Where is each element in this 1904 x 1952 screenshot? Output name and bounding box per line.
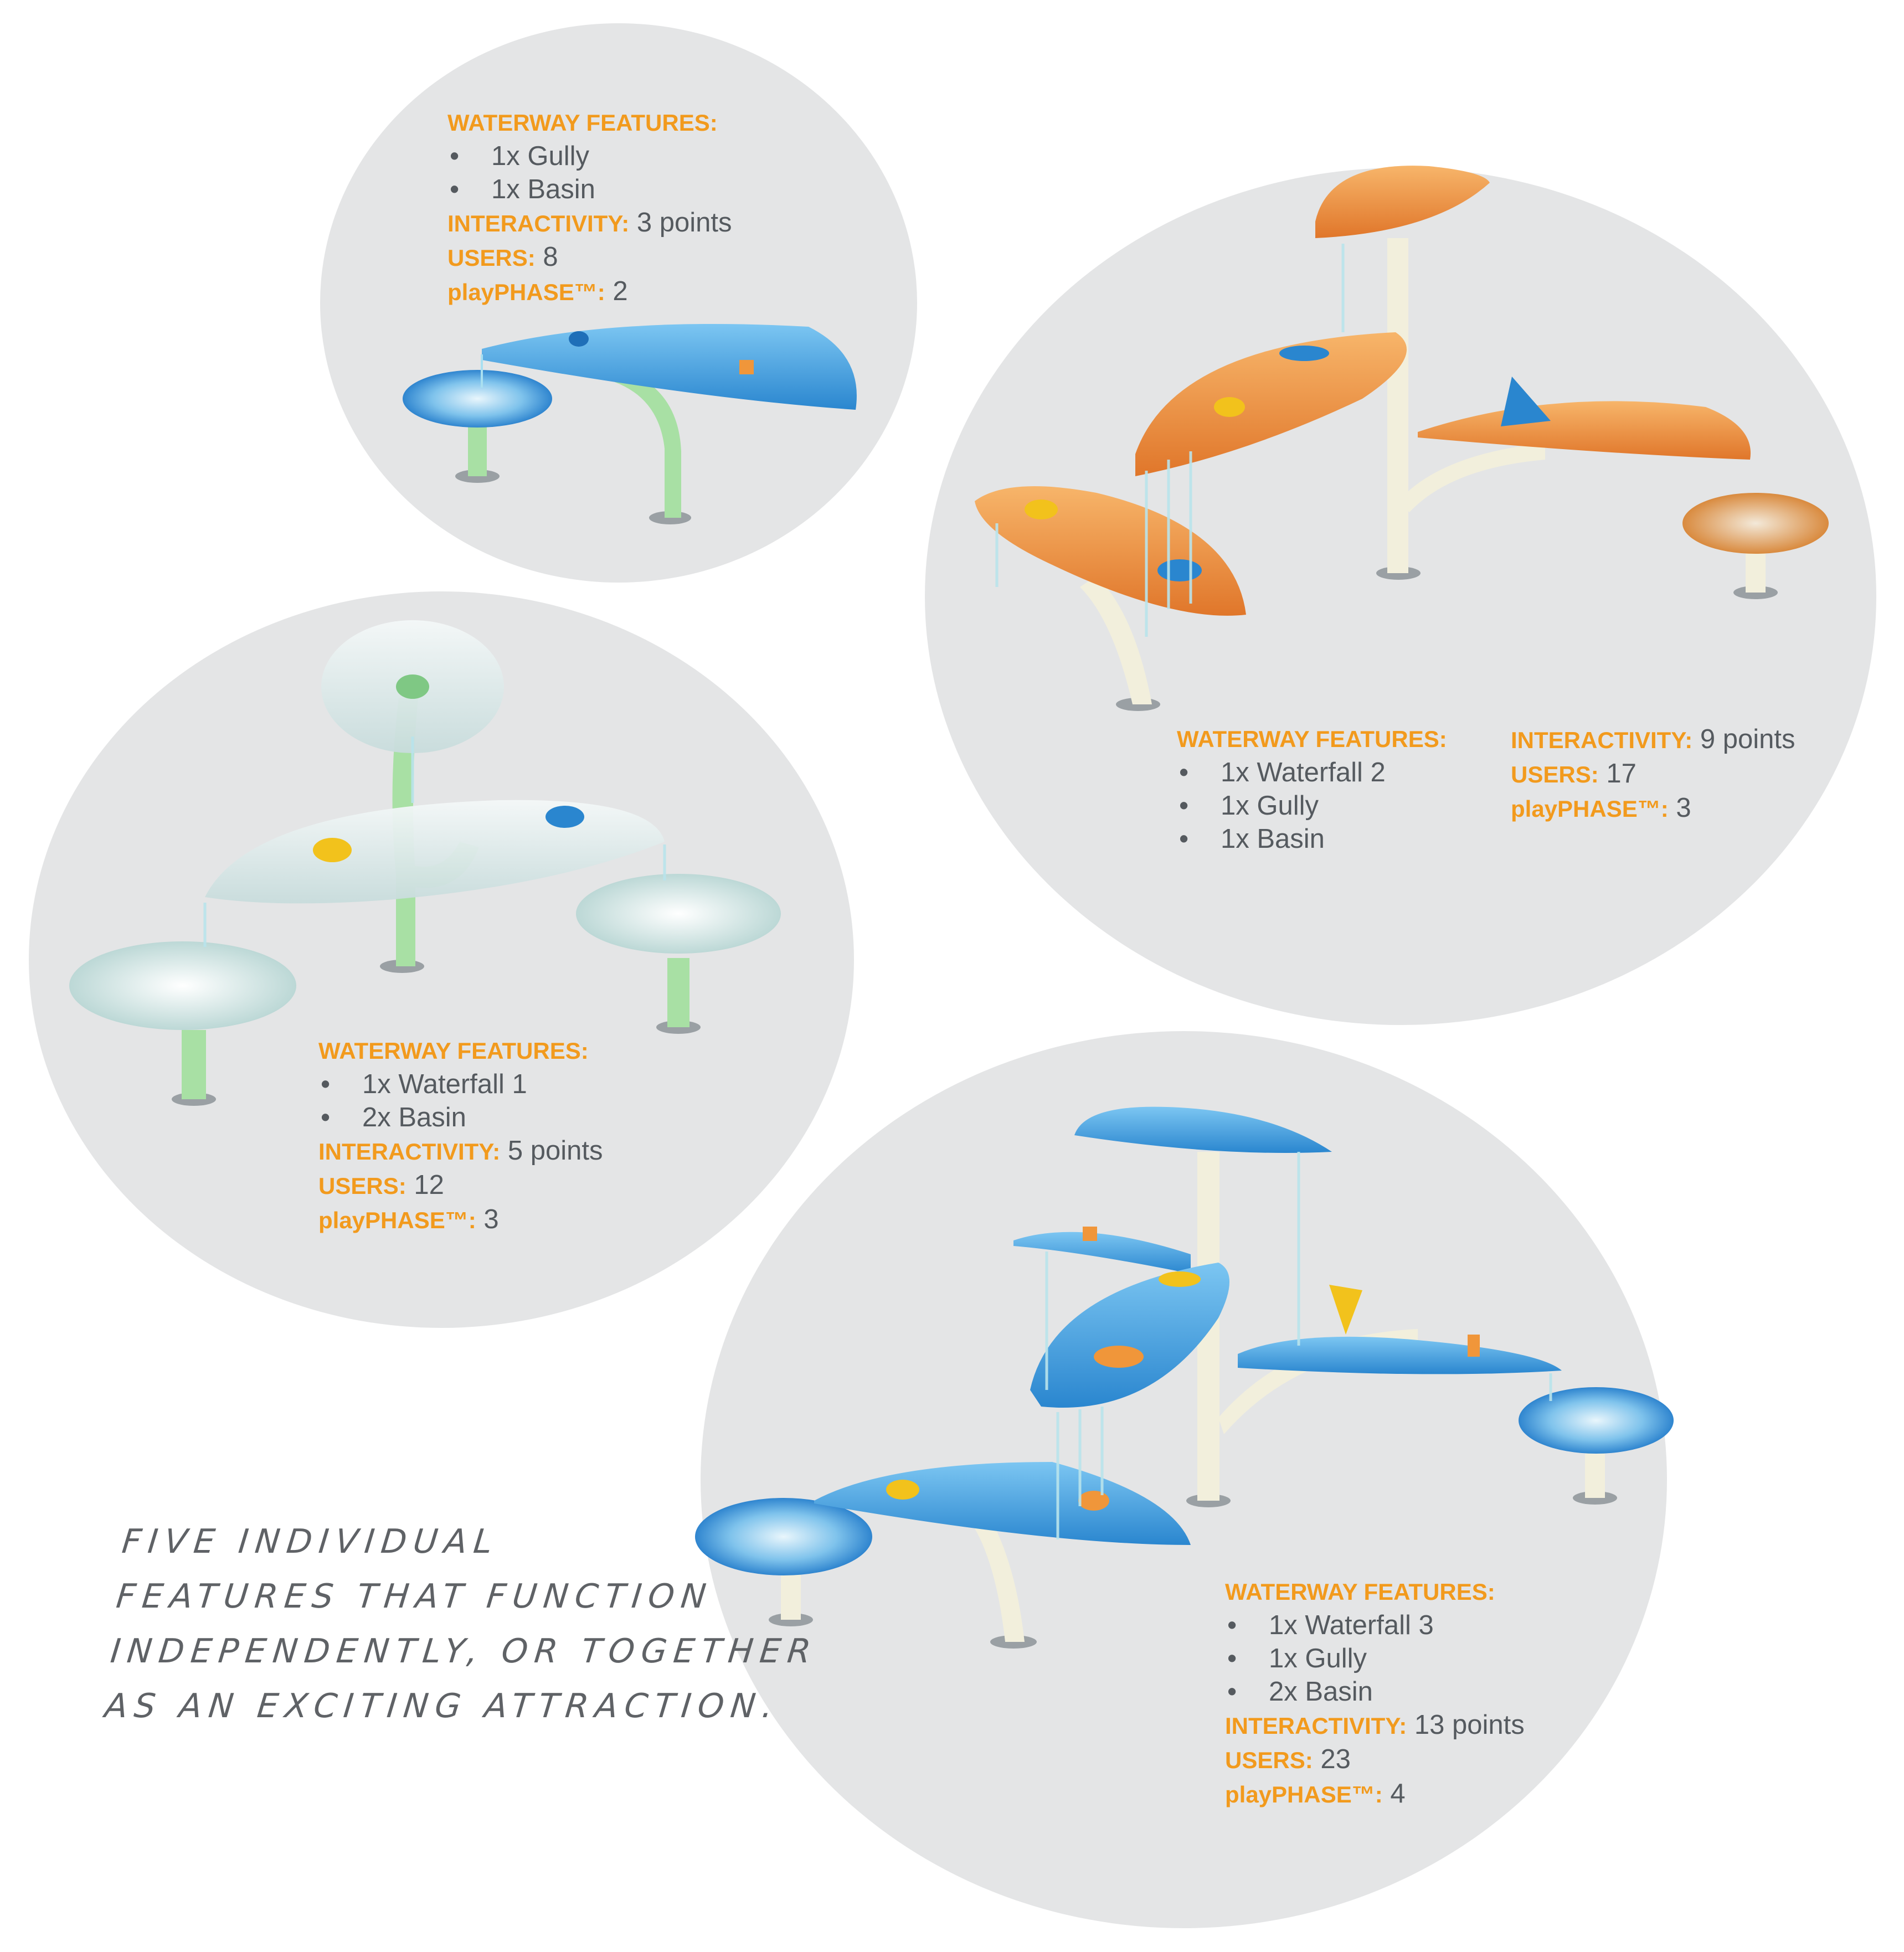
playphase-row: playPHASE™: 3 bbox=[1511, 793, 1691, 823]
waterway-item: •2x Basin bbox=[1227, 1677, 1373, 1707]
waterway-item: •1x Basin bbox=[1179, 824, 1325, 854]
waterfall1-structure bbox=[69, 620, 781, 1106]
waterway-item: •1x Basin bbox=[450, 174, 595, 204]
waterway-item: •2x Basin bbox=[321, 1103, 466, 1132]
feature-specs-waterfall2: WATERWAY FEATURES: •1x Waterfall 2 •1x G… bbox=[1177, 723, 1447, 856]
feature-circle-gully-basin bbox=[320, 23, 917, 583]
users-row: USERS: 17 bbox=[1511, 759, 1637, 789]
waterway-item: •1x Waterfall 3 bbox=[1227, 1610, 1434, 1640]
feature-circle-waterfall3 bbox=[701, 1031, 1667, 1928]
tagline-line: FIVE INDIVIDUAL bbox=[120, 1522, 501, 1561]
waterway-item: •1x Waterfall 1 bbox=[321, 1069, 527, 1099]
playphase-row: playPHASE™: 2 bbox=[447, 276, 628, 306]
tagline-line: AS AN EXCITING ATTRACTION. bbox=[102, 1687, 781, 1726]
waterway-items: •1x Waterfall 2 •1x Gully •1x Basin bbox=[1177, 756, 1447, 856]
users-row: USERS: 8 bbox=[447, 242, 558, 272]
waterway-heading: WATERWAY FEATURES: bbox=[447, 110, 718, 136]
waterfall3-structure bbox=[695, 1106, 1674, 1649]
playphase-row: playPHASE™: 3 bbox=[318, 1204, 499, 1234]
waterway-heading: WATERWAY FEATURES: bbox=[1177, 726, 1447, 752]
waterway-item: •1x Waterfall 2 bbox=[1179, 758, 1386, 787]
waterway-items: •1x Gully •1x Basin bbox=[447, 140, 732, 206]
tagline-line: INDEPENDENTLY, OR TOGETHER bbox=[109, 1632, 820, 1671]
users-row: USERS: 23 bbox=[1225, 1744, 1351, 1774]
playphase-row: playPHASE™: 4 bbox=[1225, 1779, 1406, 1809]
waterway-heading: WATERWAY FEATURES: bbox=[318, 1038, 589, 1064]
waterway-item: •1x Gully bbox=[1179, 791, 1319, 821]
feature-specs-waterfall1: WATERWAY FEATURES: •1x Waterfall 1 •2x B… bbox=[318, 1034, 603, 1237]
gully-basin-structure bbox=[403, 324, 857, 524]
feature-specs-gully-basin: WATERWAY FEATURES: •1x Gully •1x Basin I… bbox=[447, 106, 732, 309]
interactivity-row: INTERACTIVITY: 9 points bbox=[1511, 724, 1795, 754]
feature-stats-waterfall2: INTERACTIVITY: 9 points USERS: 17 playPH… bbox=[1511, 723, 1795, 826]
waterway-item: •1x Gully bbox=[1227, 1644, 1367, 1673]
users-row: USERS: 12 bbox=[318, 1170, 444, 1200]
waterway-item: •1x Gully bbox=[450, 141, 590, 171]
interactivity-row: INTERACTIVITY: 3 points bbox=[447, 208, 732, 238]
waterfall2-structure bbox=[975, 166, 1829, 711]
tagline: FIVE INDIVIDUAL FEATURES THAT FUNCTION I… bbox=[102, 1515, 820, 1734]
waterway-items: •1x Waterfall 3 •1x Gully •2x Basin bbox=[1225, 1609, 1525, 1708]
tagline-line: FEATURES THAT FUNCTION bbox=[114, 1577, 715, 1616]
waterway-items: •1x Waterfall 1 •2x Basin bbox=[318, 1068, 603, 1134]
waterway-heading: WATERWAY FEATURES: bbox=[1225, 1579, 1495, 1605]
interactivity-row: INTERACTIVITY: 13 points bbox=[1225, 1710, 1525, 1740]
feature-specs-waterfall3: WATERWAY FEATURES: •1x Waterfall 3 •1x G… bbox=[1225, 1575, 1525, 1811]
interactivity-row: INTERACTIVITY: 5 points bbox=[318, 1136, 603, 1166]
